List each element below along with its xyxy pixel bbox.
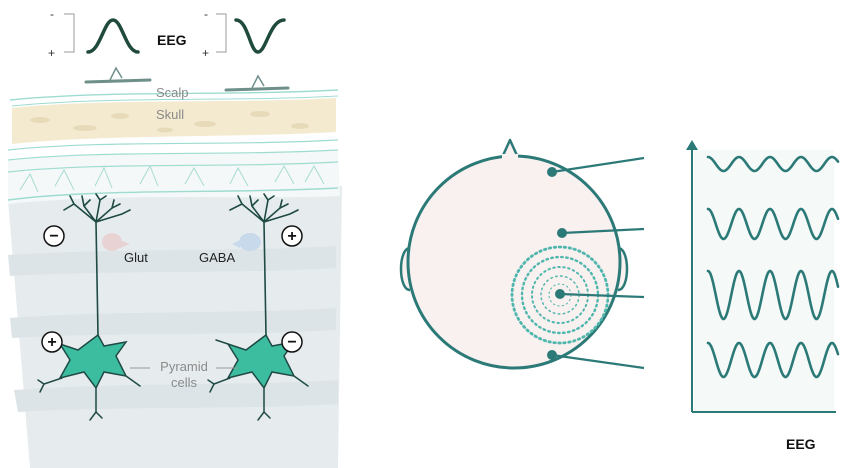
eeg-traces-panel: EEG [686,140,838,452]
head-outline [408,156,620,368]
plus-charge-icon: + [42,332,62,352]
head-top-view [401,140,644,368]
left-plus-sign: + [48,46,55,60]
eeg-panel-label: EEG [786,436,816,452]
positive-wave-icon [88,20,138,52]
meninges-line [8,140,338,150]
pyramid-cells-label: Pyramid [160,359,208,374]
glut-label: Glut [124,250,148,265]
scalp-label: Scalp [156,85,189,100]
svg-text:+: + [287,228,296,245]
nose-mask [502,154,518,162]
electrode-right [226,76,288,90]
eeg-polarity-legend: - + EEG - + [48,7,284,60]
eeg-title: EEG [157,32,187,48]
negative-wave-icon [236,20,284,52]
gaba-label: GABA [199,250,235,265]
electrode-left [86,68,150,82]
right-minus-sign: - [204,7,208,21]
pyramid-cells-label: cells [171,375,198,390]
minus-charge-icon: − [44,226,64,246]
svg-text:−: − [287,334,296,351]
left-minus-sign: - [50,7,54,21]
svg-text:−: − [49,228,58,245]
left-bracket [64,14,74,52]
right-bracket [216,14,226,52]
plus-charge-icon: + [282,226,302,246]
svg-text:+: + [47,334,56,351]
skull-label: Skull [156,107,184,122]
cortex-section: Scalp Skull [8,68,342,468]
minus-charge-icon: − [282,332,302,352]
right-plus-sign: + [202,46,209,60]
y-axis-arrow-icon [686,140,698,150]
